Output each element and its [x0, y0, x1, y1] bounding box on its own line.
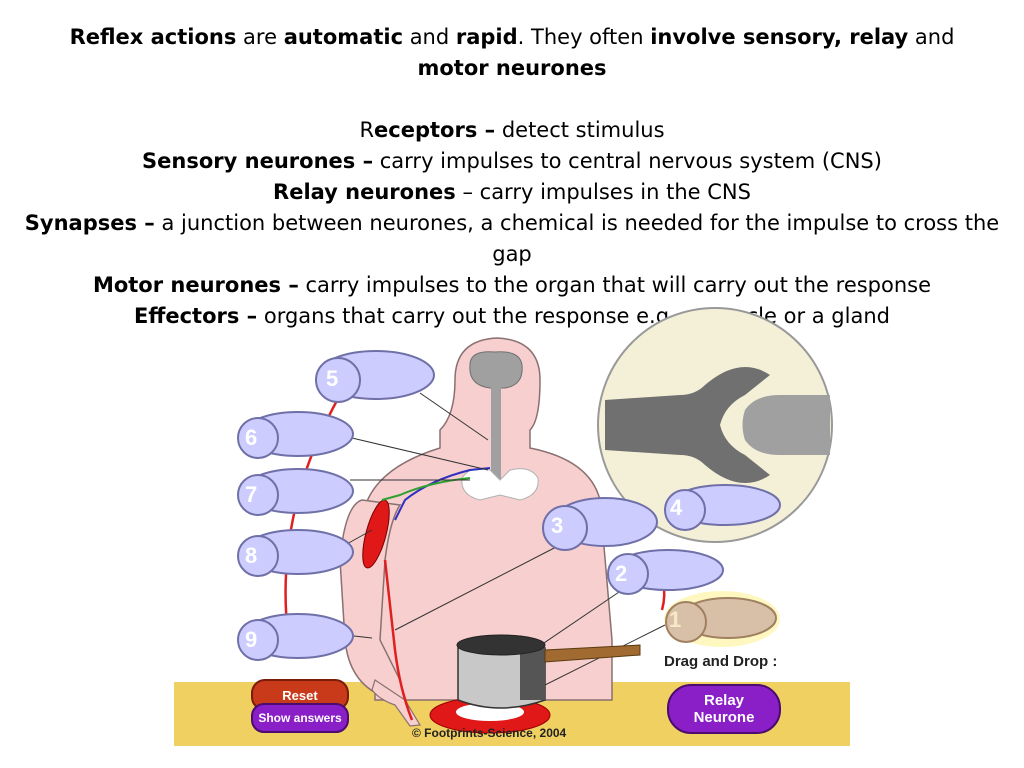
label-number-3: 3: [551, 513, 564, 538]
relay-label-line-2: Neurone: [693, 709, 755, 726]
definition-item: Motor neurones – carry impulses to the o…: [10, 270, 1014, 301]
label-target-6[interactable]: [237, 411, 354, 459]
label-target-3[interactable]: [542, 497, 658, 551]
spinal-cord: [491, 385, 501, 495]
text-run: Reflex actions: [69, 25, 237, 49]
brain: [469, 351, 523, 389]
intro-line-2: motor neurones: [10, 53, 1014, 84]
definition-term: Relay neurones: [273, 180, 456, 204]
intro-line-1: Reflex actions are automatic and rapid. …: [10, 22, 1014, 53]
definition-item: Synapses – a junction between neurones, …: [10, 208, 1014, 270]
leader-line-5: [419, 392, 489, 441]
arm-muscle: [362, 499, 390, 569]
label-number-9: 9: [245, 627, 258, 652]
definition-term-initial: R: [359, 118, 375, 142]
relay-neurone-draggable[interactable]: Relay Neurone: [667, 684, 781, 734]
leader-line-8: [344, 529, 373, 546]
label-number-2: 2: [615, 561, 628, 586]
label-target-9[interactable]: [237, 613, 354, 661]
label-target-5[interactable]: [315, 350, 435, 403]
label-target-2[interactable]: [607, 549, 724, 595]
leader-line-3: [394, 544, 561, 631]
text-run: rapid: [455, 25, 518, 49]
motor-neurone: [381, 477, 471, 501]
definition-term: eceptors –: [374, 118, 496, 142]
text-run: and: [403, 25, 456, 49]
definition-desc: carry impulses to the organ that will ca…: [298, 273, 932, 297]
definition-term: Effectors –: [134, 304, 258, 328]
synapse-neurone-right: [742, 395, 830, 455]
show-answers-button[interactable]: Show answers: [251, 703, 349, 733]
text-run: motor neurones: [417, 56, 607, 80]
definition-item: Relay neurones – carry impulses in the C…: [10, 177, 1014, 208]
definition-item: Effectors – organs that carry out the re…: [10, 301, 1014, 332]
leader-line-6: [351, 437, 489, 471]
label-number-5: 5: [326, 366, 339, 391]
text-run: . They often: [517, 25, 651, 49]
synapse-neurone-left: [605, 367, 770, 483]
definition-desc: a junction between neurones, a chemical …: [154, 211, 1000, 266]
label-number-4: 4: [670, 495, 683, 520]
body-silhouette: [361, 337, 613, 701]
definition-term: Motor neurones –: [92, 273, 299, 297]
pan-shade: [520, 648, 545, 700]
text-run: automatic: [283, 25, 404, 49]
label-target-7[interactable]: [237, 468, 354, 516]
drag-drop-label: Drag and Drop :: [664, 653, 778, 670]
label-target-1[interactable]: [664, 591, 780, 647]
label-target-8[interactable]: [237, 529, 354, 577]
label-number-6: 6: [245, 425, 258, 450]
text-run: are: [236, 25, 284, 49]
definition-term: Synapses –: [24, 211, 155, 235]
definition-item: Receptors – detect stimulus: [10, 115, 1014, 146]
pan-rim: [456, 634, 546, 656]
definition-item: Sensory neurones – carry impulses to cen…: [10, 146, 1014, 177]
text-run: and: [908, 25, 955, 49]
label-bubbles: [237, 350, 781, 661]
sensory-neurone: [394, 467, 491, 521]
label-number-8: 8: [245, 543, 258, 568]
definition-desc: organs that carry out the response e.g. …: [257, 304, 890, 328]
label-target-4[interactable]: [664, 484, 781, 531]
copyright-notice: © Footprints-Science, 2004: [412, 726, 567, 740]
pan-handle: [544, 644, 641, 663]
hand: [371, 679, 422, 727]
text-run: involve sensory, relay: [650, 25, 909, 49]
definition-desc: detect stimulus: [495, 118, 665, 142]
label-number-7: 7: [245, 482, 258, 507]
effector-path: [383, 559, 414, 721]
relay-label-line-1: Relay: [703, 692, 745, 709]
definition-term: Sensory neurones –: [142, 149, 374, 173]
label-number-1: 1: [669, 607, 682, 632]
text-block: Reflex actions are automatic and rapid. …: [10, 22, 1014, 332]
definition-desc: – carry impulses in the CNS: [455, 180, 751, 204]
definition-desc: carry impulses to central nervous system…: [373, 149, 882, 173]
